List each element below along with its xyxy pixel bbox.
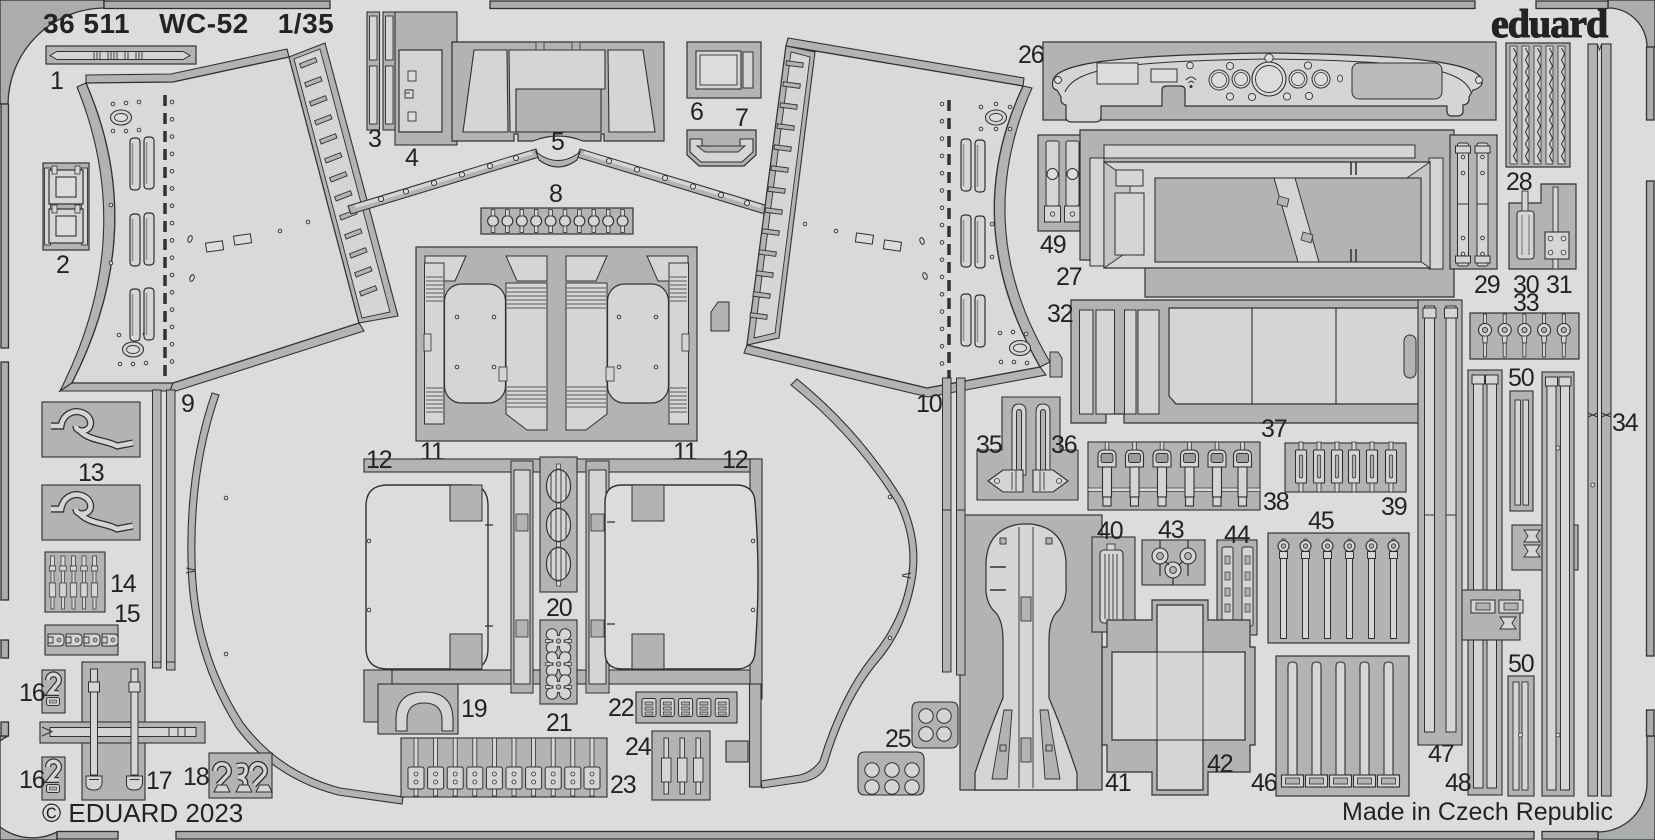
svg-text:9: 9 (181, 390, 194, 418)
svg-text:2: 2 (56, 251, 69, 279)
svg-text:36 511 WC-52 1/35: 36 511 WC-52 1/35 (43, 8, 334, 39)
svg-text:1: 1 (50, 67, 63, 95)
svg-text:37: 37 (1261, 415, 1287, 443)
svg-text:6: 6 (690, 98, 703, 126)
svg-text:10: 10 (916, 390, 942, 418)
svg-text:5: 5 (551, 128, 564, 156)
svg-text:25: 25 (885, 725, 911, 753)
svg-text:17: 17 (146, 767, 172, 795)
svg-text:16: 16 (19, 766, 45, 794)
svg-text:33: 33 (1513, 289, 1539, 317)
svg-text:45: 45 (1308, 507, 1334, 535)
svg-text:27: 27 (1056, 263, 1082, 291)
svg-text:7: 7 (735, 104, 748, 132)
svg-text:12: 12 (722, 446, 748, 474)
svg-text:34: 34 (1612, 409, 1639, 437)
svg-text:41: 41 (1105, 769, 1131, 797)
svg-text:23: 23 (610, 771, 636, 799)
svg-text:15: 15 (114, 600, 140, 628)
svg-text:3: 3 (368, 125, 381, 153)
svg-text:21: 21 (546, 709, 572, 737)
svg-text:20: 20 (546, 594, 572, 622)
svg-text:8: 8 (549, 180, 562, 208)
svg-text:50: 50 (1508, 364, 1534, 392)
svg-text:46: 46 (1251, 769, 1277, 797)
svg-text:43: 43 (1158, 516, 1184, 544)
svg-text:49: 49 (1040, 231, 1066, 259)
svg-text:12: 12 (366, 446, 392, 474)
svg-text:22: 22 (608, 694, 634, 722)
svg-text:Made in Czech Republic: Made in Czech Republic (1342, 798, 1613, 826)
svg-text:47: 47 (1428, 740, 1454, 768)
svg-text:16: 16 (19, 679, 45, 707)
svg-text:13: 13 (78, 459, 104, 487)
svg-text:36: 36 (1051, 431, 1077, 459)
svg-text:19: 19 (461, 695, 487, 723)
svg-text:14: 14 (110, 570, 137, 598)
svg-text:40: 40 (1097, 517, 1123, 545)
svg-text:31: 31 (1546, 271, 1572, 299)
svg-text:26: 26 (1018, 41, 1044, 69)
svg-text:30: 30 (1513, 271, 1539, 299)
svg-text:39: 39 (1381, 493, 1407, 521)
svg-text:48: 48 (1445, 769, 1471, 797)
svg-text:18: 18 (183, 763, 209, 791)
svg-text:© EDUARD 2023: © EDUARD 2023 (42, 798, 243, 828)
svg-text:42: 42 (1207, 750, 1233, 778)
svg-text:44: 44 (1224, 521, 1251, 549)
svg-text:32: 32 (1047, 300, 1073, 328)
svg-text:50: 50 (1508, 650, 1534, 678)
svg-text:24: 24 (625, 733, 652, 761)
svg-text:29: 29 (1474, 271, 1500, 299)
svg-text:eduard: eduard (1491, 1, 1608, 46)
svg-text:38: 38 (1263, 488, 1289, 516)
svg-text:4: 4 (405, 144, 419, 172)
svg-text:35: 35 (976, 431, 1002, 459)
